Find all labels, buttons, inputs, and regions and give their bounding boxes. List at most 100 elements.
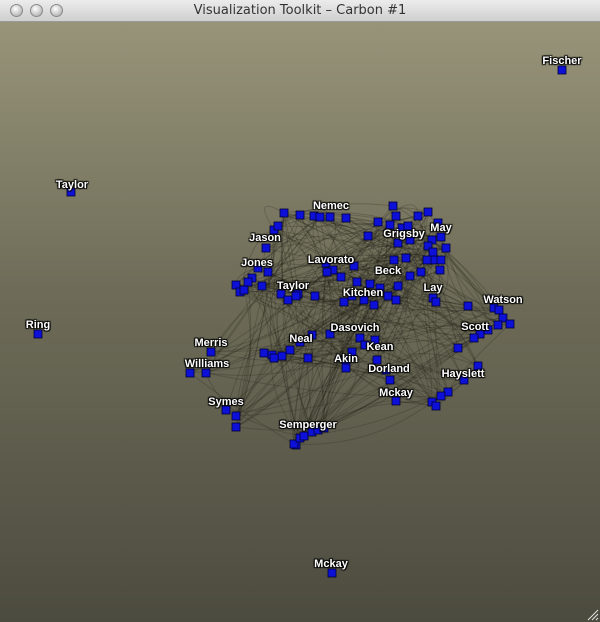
graph-node[interactable] [493,320,503,330]
graph-node[interactable] [372,355,382,365]
graph-node[interactable] [307,330,317,340]
graph-node[interactable] [355,333,365,343]
graph-node[interactable] [299,431,309,441]
graph-node[interactable] [453,343,463,353]
graph-node[interactable] [239,285,249,295]
graph-node[interactable] [303,353,313,363]
graph-node[interactable] [283,295,293,305]
graph-node[interactable] [436,391,446,401]
graph-node[interactable] [463,301,473,311]
graph-node[interactable] [365,279,375,289]
graph-node[interactable] [422,255,432,265]
graph-node[interactable] [295,337,305,347]
graph-node[interactable] [363,231,373,241]
graph-node[interactable] [347,291,357,301]
graph-node[interactable] [459,375,469,385]
graph-node[interactable] [423,241,433,251]
graph-node[interactable] [359,295,369,305]
graph-node[interactable] [231,422,241,432]
graph-node[interactable] [243,277,253,287]
graph-node[interactable] [436,255,446,265]
graph-node[interactable] [273,221,283,231]
graph-node[interactable] [231,411,241,421]
graph-node[interactable] [391,396,401,406]
graph-node[interactable] [261,243,271,253]
minimize-window-button[interactable] [30,4,43,17]
graph-node[interactable] [494,305,504,315]
graph-node[interactable] [405,235,415,245]
graph-node[interactable] [66,187,76,197]
graph-node[interactable] [310,291,320,301]
graph-node[interactable] [416,267,426,277]
graph-node[interactable] [557,65,567,75]
graph-node[interactable] [369,300,379,310]
graph-node[interactable] [319,423,329,433]
graph-node[interactable] [257,281,267,291]
close-window-button[interactable] [10,4,23,17]
graph-node[interactable] [405,271,415,281]
graph-node[interactable] [279,208,289,218]
graph-node[interactable] [325,212,335,222]
graph-node[interactable] [385,220,395,230]
graph-node[interactable] [433,218,443,228]
graph-node[interactable] [253,263,263,273]
graph-node[interactable] [322,267,332,277]
graph-node[interactable] [341,363,351,373]
graph-node[interactable] [435,265,445,275]
graph-node[interactable] [391,211,401,221]
graph-node[interactable] [206,347,216,357]
graph-node[interactable] [403,221,413,231]
graph-node[interactable] [295,210,305,220]
graph-node[interactable] [221,405,231,415]
graph-node[interactable] [263,267,273,277]
graph-node[interactable] [347,347,357,357]
graph-node[interactable] [33,329,43,339]
graph-node[interactable] [336,272,346,282]
graph-node[interactable] [349,261,359,271]
graph-node[interactable] [259,348,269,358]
graph-node[interactable] [289,439,299,449]
graph-node[interactable] [383,291,393,301]
resize-grip-icon[interactable] [585,607,599,621]
graph-node[interactable] [277,351,287,361]
graph-node[interactable] [360,340,370,350]
graph-node[interactable] [505,319,515,329]
graph-node[interactable] [391,295,401,305]
graph-node[interactable] [341,213,351,223]
graph-node[interactable] [393,238,403,248]
graph-node[interactable] [339,297,349,307]
graph-node[interactable] [352,277,362,287]
graph-node[interactable] [315,212,325,222]
graph-node[interactable] [428,247,438,257]
graph-node[interactable] [201,368,211,378]
graph-node[interactable] [385,375,395,385]
graph-node[interactable] [431,401,441,411]
graph-node[interactable] [469,333,479,343]
graph-node[interactable] [285,345,295,355]
graph-node[interactable] [436,232,446,242]
title-bar[interactable]: Visualization Toolkit – Carbon #1 [0,0,600,22]
graph-node[interactable] [441,243,451,253]
graph-node[interactable] [373,217,383,227]
graph-node[interactable] [185,368,195,378]
graph-node[interactable] [291,291,301,301]
graph-node[interactable] [498,313,508,323]
graph-node[interactable] [423,207,433,217]
graph-node[interactable] [388,201,398,211]
graph-node[interactable] [401,253,411,263]
graph-node[interactable] [381,365,391,375]
zoom-window-button[interactable] [50,4,63,17]
graph-node[interactable] [413,211,423,221]
graph-node[interactable] [375,283,385,293]
graph-node[interactable] [473,361,483,371]
graph-node[interactable] [327,568,337,578]
graph-node[interactable] [389,255,399,265]
graph-node[interactable] [370,335,380,345]
graph-node[interactable] [431,297,441,307]
graph-node[interactable] [276,289,286,299]
graph-node[interactable] [321,258,331,268]
graph-node[interactable] [393,281,403,291]
graph-node[interactable] [269,353,279,363]
graph-node[interactable] [325,329,335,339]
